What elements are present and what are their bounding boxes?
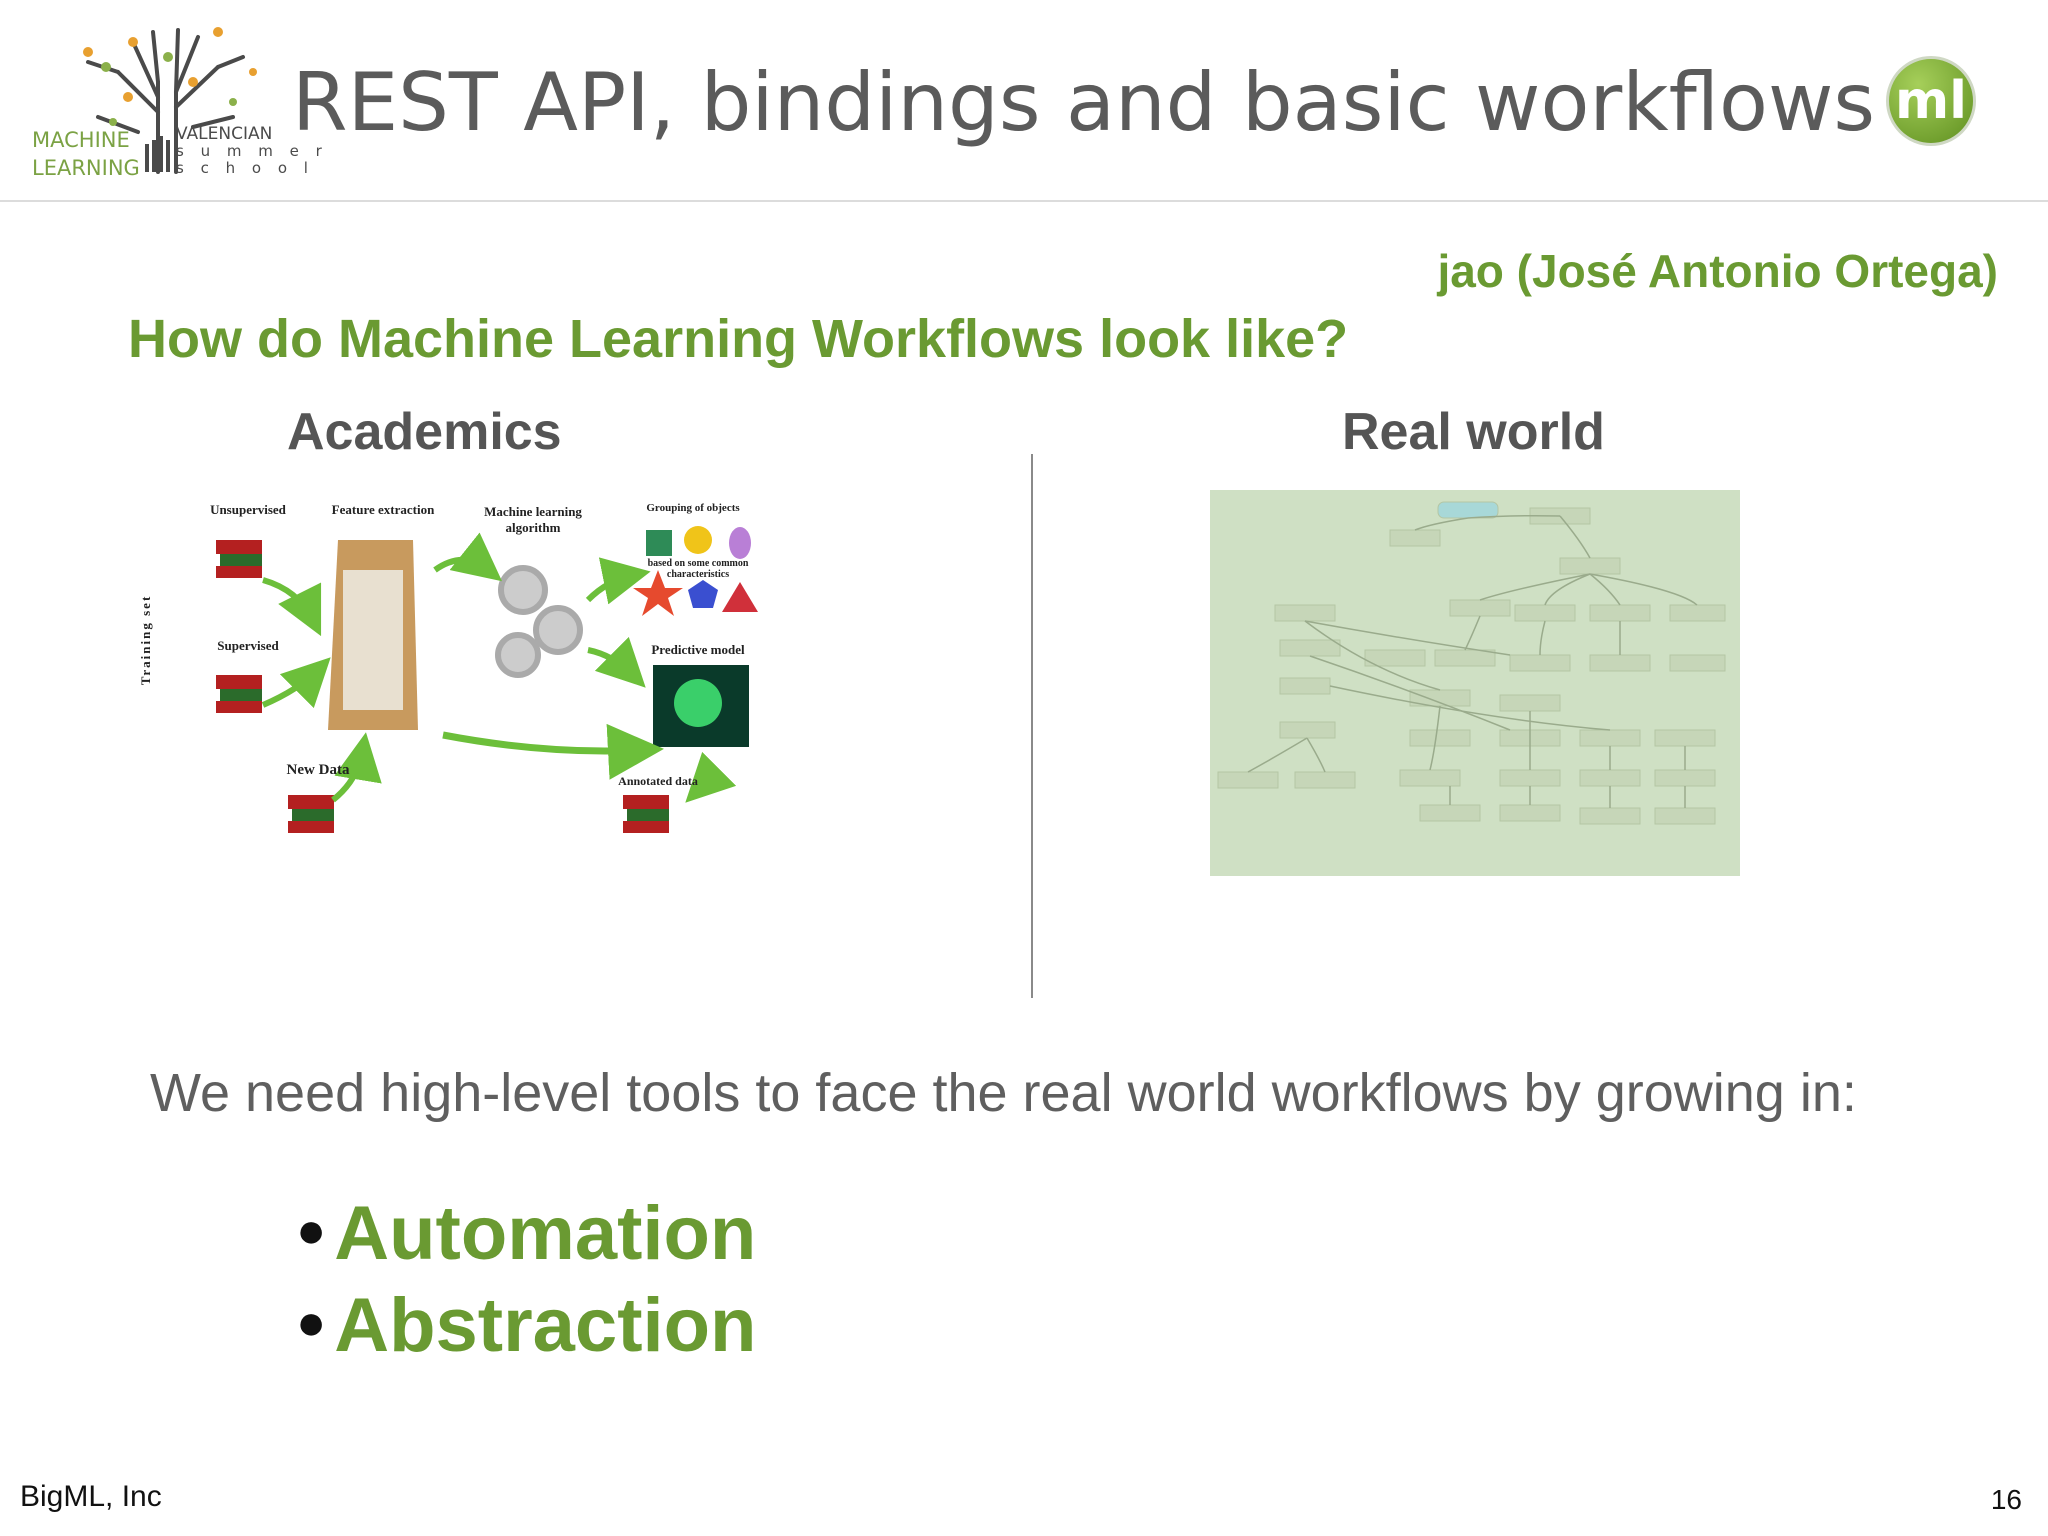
label-supervised: Supervised — [217, 638, 279, 653]
bullet-dot-icon: ● — [296, 1202, 327, 1258]
section-heading: How do Machine Learning Workflows look l… — [128, 309, 1349, 369]
column-heading-real-world: Real world — [1342, 403, 1605, 461]
body-text: We need high-level tools to face the rea… — [150, 1063, 1857, 1123]
column-heading-academics: Academics — [287, 403, 562, 461]
label-unsupervised: Unsupervised — [210, 502, 286, 517]
bigml-logo-icon: ml — [1886, 56, 1976, 146]
bullet-item: ●Abstraction — [296, 1283, 757, 1368]
school-logo — [28, 22, 288, 182]
label-grouping: Grouping of objects — [646, 502, 740, 514]
book-stack-icon — [216, 675, 262, 713]
logo-text-right: VALENCIAN s u m m e r s c h o o l — [176, 124, 328, 177]
book-stack-icon — [623, 795, 669, 833]
book-stack-icon — [288, 795, 334, 833]
label-predictive-model: Predictive model — [651, 642, 745, 657]
header-divider — [0, 200, 2048, 202]
column-divider — [1031, 454, 1033, 998]
tree-icon — [83, 27, 257, 174]
workflow-graph — [1217, 501, 1726, 825]
label-grouping-sub: based on some common characteristics — [647, 558, 749, 580]
book-stack-icon — [216, 540, 262, 578]
academics-diagram-graphics — [216, 526, 758, 833]
label-feature-extraction: Feature extraction — [331, 502, 435, 517]
academics-workflow-diagram: Unsupervised Feature extraction Machine … — [138, 490, 768, 880]
label-new-data: New Data — [286, 762, 350, 778]
author: jao (José Antonio Ortega) — [1437, 245, 1998, 297]
logo-text-left: MACHINE LEARNING — [32, 128, 140, 180]
bullet-dot-icon: ● — [296, 1294, 327, 1350]
label-ml-algorithm: Machine learning algorithm — [484, 504, 582, 535]
slide-title: REST API, bindings and basic workflows — [292, 56, 1876, 149]
real-world-workflow-diagram — [1210, 490, 1740, 876]
label-annotated-data: Annotated data — [618, 774, 698, 788]
label-training-set: Training set — [138, 594, 153, 686]
footer-company: BigML, Inc — [20, 1480, 162, 1513]
bullet-item: ●Automation — [296, 1191, 757, 1276]
page-number: 16 — [1990, 1484, 2022, 1515]
